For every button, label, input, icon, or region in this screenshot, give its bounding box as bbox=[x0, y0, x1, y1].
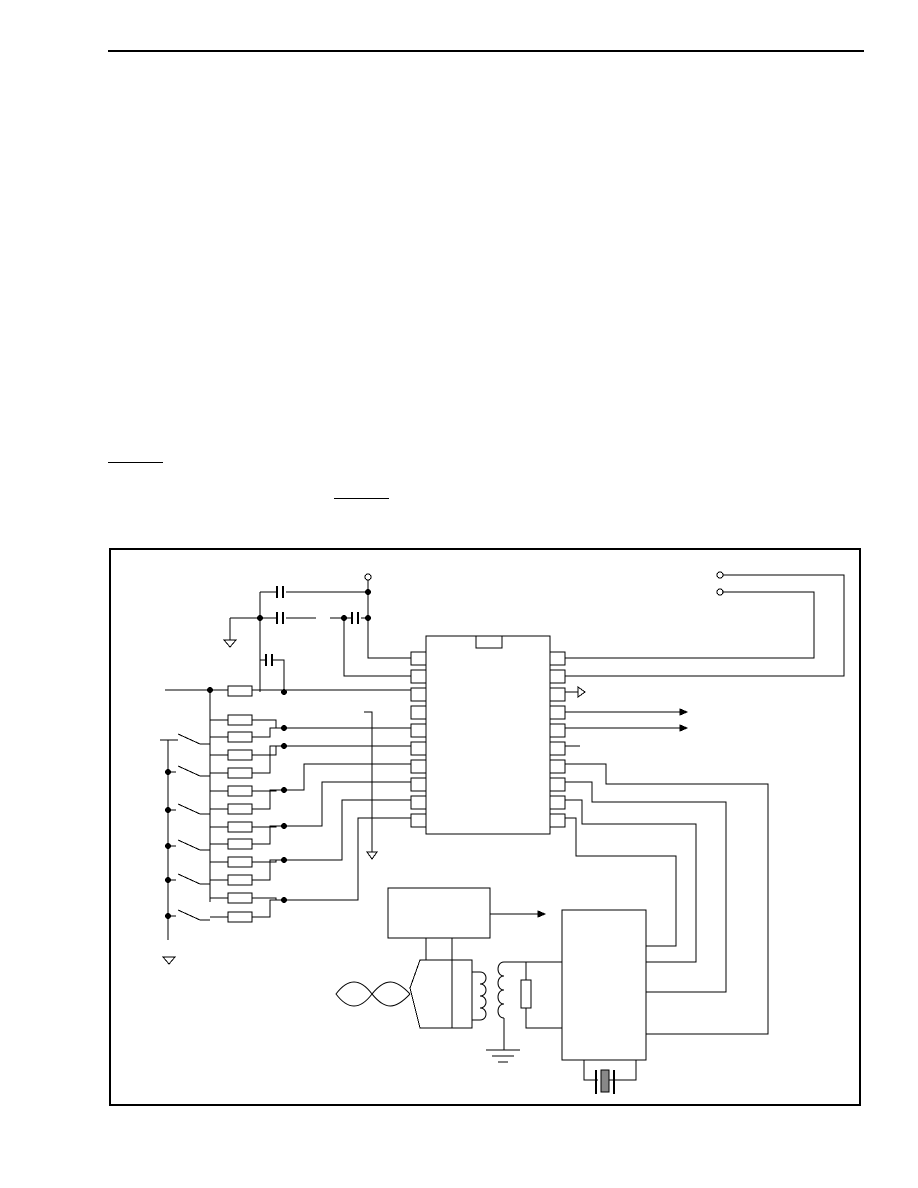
input-line bbox=[165, 685, 411, 902]
keypad-switch bbox=[177, 873, 210, 885]
ic-pin-left bbox=[410, 705, 427, 720]
ic-pin-left bbox=[410, 759, 427, 774]
junction bbox=[365, 615, 371, 621]
ladder-link bbox=[266, 899, 284, 918]
transformer-secondary bbox=[497, 961, 510, 1019]
ic-pin-left bbox=[410, 777, 427, 792]
ladder-wiring bbox=[284, 711, 411, 901]
ic-pin-right bbox=[549, 651, 566, 666]
keypad-switch bbox=[177, 803, 210, 815]
output-arrow-icon bbox=[679, 708, 689, 716]
resistor bbox=[227, 892, 253, 904]
junction bbox=[281, 689, 287, 695]
ground-icon bbox=[222, 639, 238, 648]
ic-pin-left bbox=[410, 687, 427, 702]
junction bbox=[257, 615, 263, 621]
resistor bbox=[227, 911, 253, 923]
junction bbox=[341, 615, 347, 621]
ic-pin-right bbox=[549, 723, 566, 738]
ground-icon bbox=[486, 1049, 520, 1063]
ic-pin-left bbox=[410, 669, 427, 684]
ic-pins-left bbox=[410, 651, 427, 828]
ic-pin-right bbox=[549, 705, 566, 720]
twisted-pair bbox=[335, 981, 411, 1007]
dialer-ic-body bbox=[425, 635, 551, 835]
keypad-switches bbox=[160, 733, 210, 965]
ic-pin-left bbox=[410, 795, 427, 810]
ladder-link bbox=[266, 727, 284, 738]
ladder-link bbox=[266, 859, 284, 881]
capacitor-c1 bbox=[276, 586, 284, 598]
decoder-chip bbox=[561, 909, 647, 1061]
ic-pin-left bbox=[410, 741, 427, 756]
resistor bbox=[227, 785, 253, 797]
crystal bbox=[600, 1069, 610, 1093]
dialer-ic-notch bbox=[475, 635, 503, 649]
underline-mark-1 bbox=[108, 462, 163, 463]
ic-pin-right bbox=[549, 741, 566, 756]
resistor bbox=[227, 821, 253, 833]
jack-terminal-1 bbox=[716, 571, 724, 579]
capacitor-c4 bbox=[265, 654, 273, 666]
ic-right-wiring bbox=[565, 571, 845, 1035]
ground-arrow-icon bbox=[577, 686, 586, 698]
underline-mark-2 bbox=[334, 498, 389, 499]
resistor-ladder bbox=[210, 714, 287, 923]
decoder-block bbox=[561, 909, 647, 1094]
ic-pin-right bbox=[549, 669, 566, 684]
resistor bbox=[227, 749, 253, 761]
ic-pins-right bbox=[549, 651, 566, 828]
interface-box bbox=[387, 887, 491, 939]
dialer-ic bbox=[410, 635, 566, 835]
output-arrow-icon bbox=[537, 910, 547, 918]
transformer-primary bbox=[472, 971, 487, 1021]
ic-pin-right bbox=[549, 813, 566, 828]
resistor bbox=[227, 767, 253, 779]
ladder-link bbox=[266, 825, 284, 845]
output-arrow-icon bbox=[679, 724, 689, 732]
resistor bbox=[227, 731, 253, 743]
resistor-termination bbox=[520, 979, 532, 1009]
ladder-link bbox=[266, 745, 284, 774]
keypad-switch bbox=[177, 839, 210, 851]
ground-icon bbox=[161, 956, 177, 965]
ic-pin-right bbox=[549, 759, 566, 774]
ladder-link bbox=[266, 745, 284, 756]
resistor bbox=[227, 874, 253, 886]
capacitor-c2 bbox=[276, 612, 284, 624]
header-rule bbox=[108, 50, 864, 52]
figure-border bbox=[109, 548, 861, 1106]
keypad-switch bbox=[177, 733, 210, 745]
ic-pin-left bbox=[410, 723, 427, 738]
resistor bbox=[227, 856, 253, 868]
ladder-link bbox=[266, 789, 284, 810]
supply-section bbox=[229, 573, 411, 692]
ic-pin-right bbox=[549, 795, 566, 810]
supply-terminal bbox=[364, 573, 372, 581]
keypad-switch bbox=[177, 909, 210, 921]
ic-pin-left bbox=[410, 813, 427, 828]
resistor-input bbox=[227, 685, 253, 697]
line-interface bbox=[335, 887, 562, 1063]
resistor bbox=[227, 714, 253, 726]
ic-pin-right bbox=[549, 777, 566, 792]
resistor bbox=[227, 803, 253, 815]
jack-terminal-2 bbox=[716, 588, 724, 596]
capacitor-c3 bbox=[351, 612, 359, 624]
resistor bbox=[227, 838, 253, 850]
ground-icon bbox=[366, 851, 378, 860]
ic-pin-right bbox=[549, 687, 566, 702]
junction bbox=[207, 687, 213, 693]
keypad-switch bbox=[177, 765, 210, 777]
ic-pin-left bbox=[410, 651, 427, 666]
junction bbox=[365, 589, 371, 595]
